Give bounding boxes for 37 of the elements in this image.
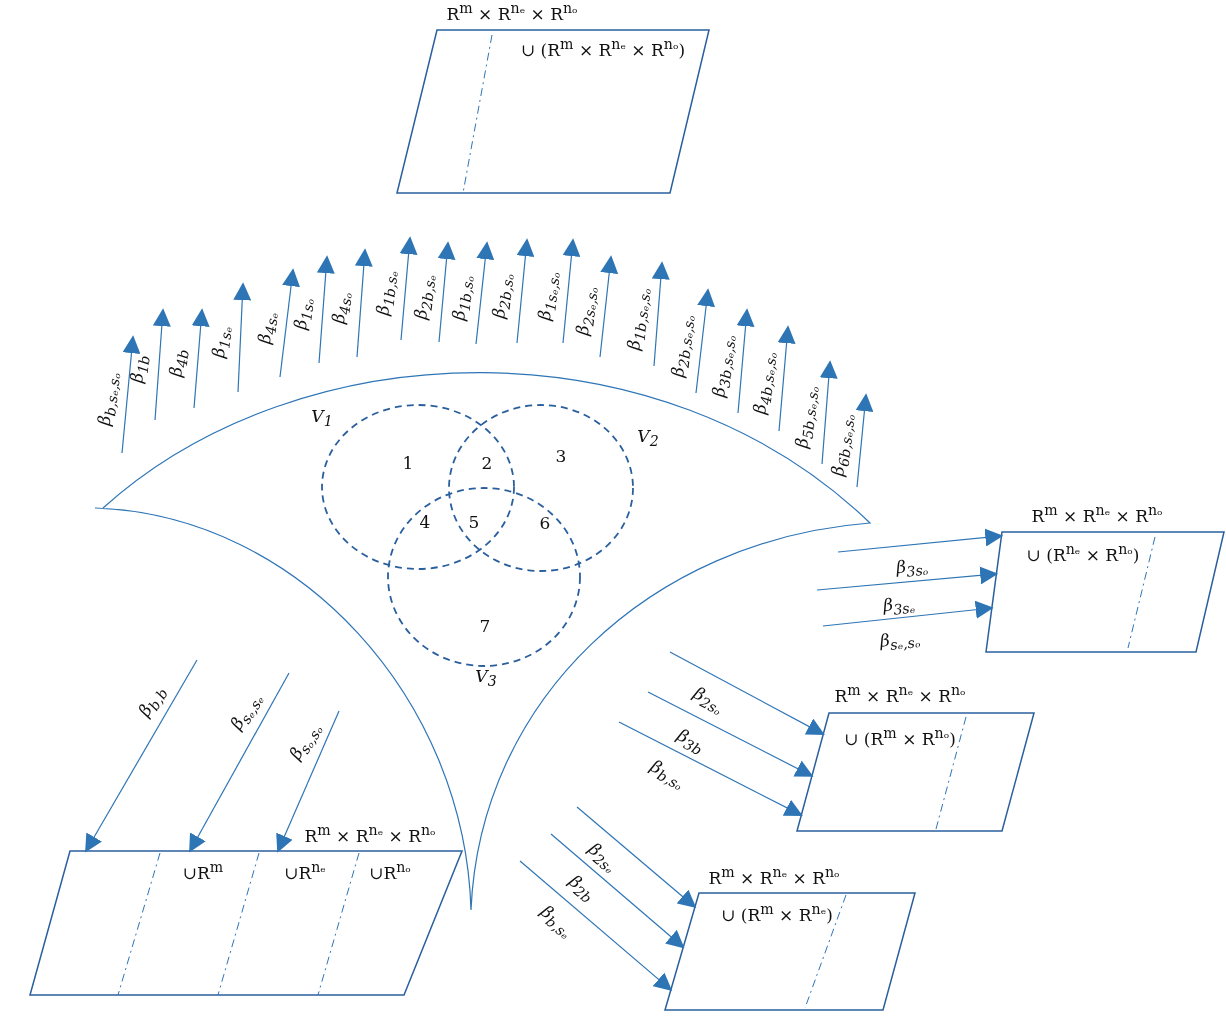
arrow [669,651,825,735]
region-number: 5 [468,513,480,531]
set-label: ∪ (R$^{m}$ × R$^{nₑ}$) [721,902,833,924]
set-label: ∪ (R$^{nₑ}$ × R$^{nₒ}$) [1026,542,1140,564]
set-heading: R$^{m}$ × R$^{nₑ}$ × R$^{nₒ}$ [1031,503,1163,525]
circle-label: V$_{1}$ [311,407,333,429]
arrow [85,659,198,853]
edge-label: β$_{3sₒ}$ [894,556,929,580]
region-number: 7 [479,617,491,635]
arrow [576,806,697,909]
set-label: ∪ (R$^{m}$ × R$^{nₒ}$) [844,726,956,748]
circle-label: V$_{2}$ [637,427,659,449]
arrow [822,600,994,627]
edge-label: β$_{3sₑ}$ [881,594,916,618]
arrow [816,566,999,591]
set-label: ∪R$^{m}$ [182,860,224,882]
set-heading: R$^{m}$ × R$^{nₑ}$ × R$^{nₒ}$ [834,683,966,705]
edge-label: β$_{sₑ,sₒ}$ [878,628,921,654]
arrow [618,721,803,816]
region-number: 4 [419,513,431,531]
arrow [276,710,340,853]
set-heading: R$^{m}$ × R$^{nₑ}$ × R$^{nₒ}$ [304,823,436,845]
region-number: 6 [539,514,551,532]
region-number: 3 [555,447,567,465]
region-number: 1 [402,454,414,472]
circle-label: V$_{3}$ [475,667,497,689]
arrow [550,833,685,949]
arrow [189,672,290,853]
arrow [519,860,673,992]
set-heading: R$^{m}$ × R$^{nₑ}$ × R$^{nₒ}$ [446,1,578,23]
arrow [647,691,814,777]
set-heading: R$^{m}$ × R$^{nₑ}$ × R$^{nₒ}$ [708,865,840,887]
set-label: ∪ (R$^{m}$ × R$^{nₑ}$ × R$^{nₒ}$) [520,37,686,59]
set-label: ∪R$^{nₑ}$ [284,860,326,882]
region-number: 2 [481,454,493,472]
arrow [837,528,1004,553]
set-label: ∪R$^{nₒ}$ [369,860,411,882]
